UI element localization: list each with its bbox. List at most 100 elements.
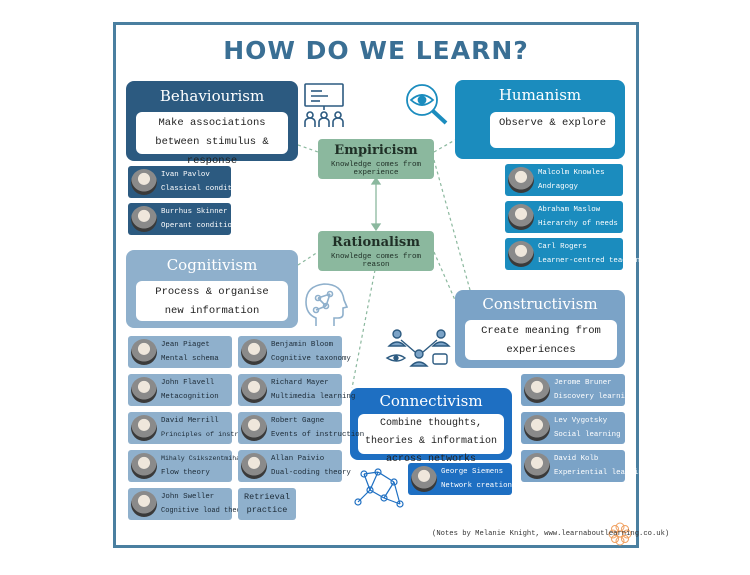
person-card: Richard Mayer Multimedia learning bbox=[238, 374, 355, 406]
footer-credit: (Notes by Melanie Knight, www.learnabout… bbox=[432, 530, 670, 538]
rationalism-box: Rationalism Knowledge comes from reason bbox=[318, 231, 434, 271]
behaviourism-description: Make associations between stimulus & res… bbox=[136, 112, 288, 167]
line-empiricism-constructivism bbox=[433, 159, 471, 291]
retrieval-practice-card: Retrieval practice bbox=[238, 488, 296, 520]
person-name: Jean Piaget bbox=[161, 341, 210, 349]
person-theory: Experiential learning bbox=[554, 469, 648, 477]
behaviourism-title: Behaviourism bbox=[159, 87, 265, 105]
line-empiricism-humanism bbox=[433, 139, 456, 153]
globe-network-icon bbox=[354, 468, 404, 508]
empiricism-title: Empiricism bbox=[334, 143, 418, 158]
person-card: David Merrill Principles of instruction bbox=[128, 412, 263, 444]
line-rationalism-cognitivism bbox=[297, 251, 319, 266]
eye-magnifier-icon bbox=[406, 84, 448, 125]
line-rationalism-constructivism bbox=[433, 251, 456, 301]
person-name: David Merrill bbox=[161, 417, 219, 425]
person-theory: Cognitive load theory bbox=[161, 507, 250, 515]
person-card: Abraham Maslow Hierarchy of needs bbox=[505, 201, 623, 233]
person-theory: Cognitive taxonomy bbox=[271, 355, 351, 363]
humanism-description: Observe & explore bbox=[490, 112, 615, 148]
portrait-icon bbox=[508, 167, 534, 193]
person-name: David Kolb bbox=[554, 455, 599, 463]
person-card: Robert Gagne Events of instruction bbox=[238, 412, 364, 444]
portrait-icon bbox=[131, 415, 157, 441]
person-card: Lev Vygotsky Social learning bbox=[521, 412, 625, 444]
person-card: Benjamin Bloom Cognitive taxonomy bbox=[238, 336, 351, 368]
portrait-icon bbox=[241, 453, 267, 479]
person-card: Burrhus Skinner Operant conditioning bbox=[128, 203, 250, 235]
person-name: Mihaly Csikszentmihalyi bbox=[161, 455, 253, 462]
line-rationalism-connectivism bbox=[351, 269, 376, 389]
cognitivism-title: Cognitivism bbox=[166, 256, 258, 274]
person-theory: Network creation bbox=[441, 482, 512, 490]
person-card: Mihaly Csikszentmihalyi Flow theory bbox=[128, 450, 252, 482]
person-card: Allan Paivio Dual-coding theory bbox=[238, 450, 351, 482]
connectivism-box: Connectivism Combine thoughts, theories … bbox=[350, 388, 512, 465]
person-name: Ivan Pavlov bbox=[161, 171, 210, 179]
empiricism-description: Knowledge comes from experience bbox=[330, 161, 421, 177]
person-name: Allan Paivio bbox=[271, 455, 325, 463]
portrait-icon bbox=[411, 466, 437, 492]
person-name: Malcolm Knowles bbox=[538, 169, 605, 177]
person-card: Ivan Pavlov Classical conditioning bbox=[128, 166, 259, 198]
whiteboard-icon bbox=[304, 83, 344, 127]
portrait-icon bbox=[524, 415, 550, 441]
person-theory: Events of instruction bbox=[271, 431, 365, 439]
constructivism-box: Constructivism Create meaning from exper… bbox=[455, 290, 625, 368]
person-theory: Social learning bbox=[554, 431, 621, 439]
person-theory: Principles of instruction bbox=[161, 431, 263, 439]
portrait-icon bbox=[524, 453, 550, 479]
person-card: John Flavell Metacognition bbox=[128, 374, 232, 406]
person-card: Carl Rogers Learner-centred teaching bbox=[505, 238, 644, 270]
behaviourism-box: Behaviourism Make associations between s… bbox=[126, 81, 298, 167]
portrait-icon bbox=[241, 377, 267, 403]
portrait-icon bbox=[131, 377, 157, 403]
person-theory: Operant conditioning bbox=[161, 222, 250, 230]
person-name: John Sweller bbox=[161, 493, 215, 501]
portrait-icon bbox=[131, 169, 157, 195]
cognitivism-box: Cognitivism Process & organise new infor… bbox=[126, 250, 298, 328]
person-theory: Metacognition bbox=[161, 393, 219, 401]
constructivism-title: Constructivism bbox=[482, 295, 598, 313]
portrait-icon bbox=[131, 453, 157, 479]
person-theory: Andragogy bbox=[538, 183, 578, 191]
person-card: George Siemens Network creation bbox=[408, 463, 512, 495]
person-card: David Kolb Experiential learning bbox=[521, 450, 647, 482]
person-name: Richard Mayer bbox=[271, 379, 329, 387]
portrait-icon bbox=[241, 415, 267, 441]
person-name: John Flavell bbox=[161, 379, 215, 387]
person-theory: Hierarchy of needs bbox=[538, 220, 618, 228]
person-theory: Discovery learning bbox=[554, 393, 634, 401]
person-name: Carl Rogers bbox=[538, 243, 587, 251]
humanism-title: Humanism bbox=[498, 86, 582, 104]
person-name: Lev Vygotsky bbox=[554, 417, 608, 425]
empiricism-box: Empiricism Knowledge comes from experien… bbox=[318, 139, 434, 179]
person-theory: Classical conditioning bbox=[161, 185, 259, 193]
portrait-icon bbox=[131, 491, 157, 517]
person-card: Malcolm Knowles Andragogy bbox=[505, 164, 623, 196]
person-theory: Dual-coding theory bbox=[271, 469, 351, 477]
person-theory: Mental schema bbox=[161, 355, 219, 363]
portrait-icon bbox=[131, 206, 157, 232]
connectivism-title: Connectivism bbox=[379, 392, 483, 410]
person-name: Robert Gagne bbox=[271, 417, 325, 425]
people-network-icon bbox=[385, 329, 451, 367]
retrieval-line-2: practice bbox=[246, 505, 288, 515]
rationalism-title: Rationalism bbox=[332, 235, 420, 250]
portrait-icon bbox=[524, 377, 550, 403]
portrait-icon bbox=[131, 339, 157, 365]
connectivism-description: Combine thoughts, theories & information… bbox=[358, 414, 504, 465]
poster-title: HOW DO WE LEARN? bbox=[223, 36, 529, 65]
person-card: John Sweller Cognitive load theory bbox=[128, 488, 249, 520]
portrait-icon bbox=[508, 204, 534, 230]
person-theory: Learner-centred teaching bbox=[538, 257, 645, 265]
person-name: George Siemens bbox=[441, 468, 504, 476]
person-name: Abraham Maslow bbox=[538, 206, 601, 214]
flower-logo-icon bbox=[608, 522, 632, 546]
line-behaviourism-empiricism bbox=[297, 144, 319, 153]
person-name: Benjamin Bloom bbox=[271, 341, 334, 349]
person-theory: Flow theory bbox=[161, 469, 210, 477]
humanism-box: Humanism Observe & explore bbox=[455, 80, 625, 159]
retrieval-line-1: Retrieval bbox=[244, 492, 290, 502]
